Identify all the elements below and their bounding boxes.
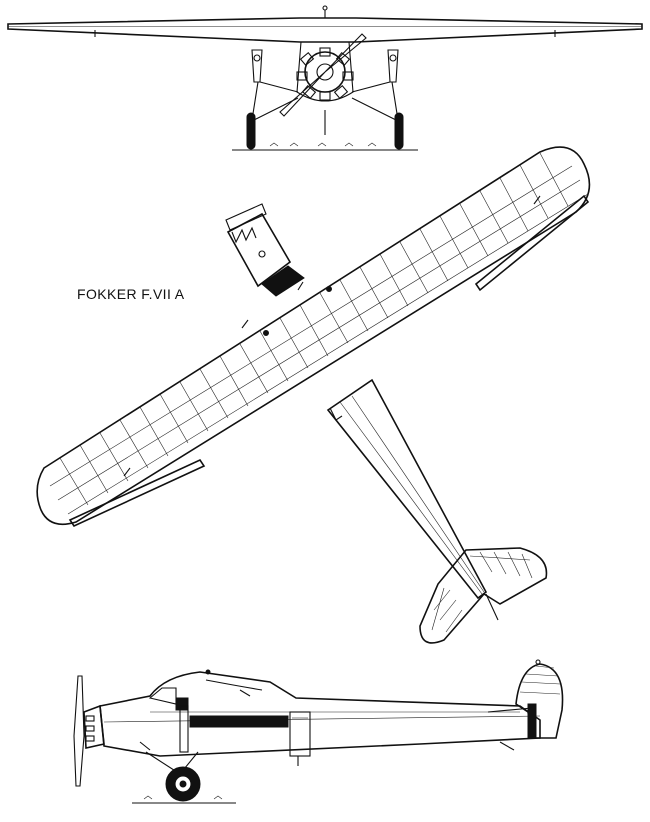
plan-view xyxy=(36,146,591,644)
drawing-title: FOKKER F.VII A xyxy=(77,286,185,302)
plan-view-nose xyxy=(225,203,305,297)
plan-view-aileron-right xyxy=(474,194,590,292)
plan-view-tail xyxy=(419,547,548,644)
plan-view-aileron-left xyxy=(68,458,206,528)
side-view-fuselage xyxy=(99,671,541,757)
side-view-door xyxy=(289,711,311,757)
side-view-cabin-windows xyxy=(189,715,289,728)
front-view-landing-gear xyxy=(232,81,418,151)
side-view-fin xyxy=(515,663,564,739)
side-view xyxy=(73,659,564,804)
front-view xyxy=(7,5,643,151)
side-view-landing-gear xyxy=(132,705,236,804)
side-view-propeller xyxy=(73,675,85,787)
plan-view-wing xyxy=(36,146,591,528)
front-view-propeller xyxy=(279,33,367,117)
plan-view-fuselage xyxy=(326,378,488,600)
front-view-wing xyxy=(7,17,643,43)
